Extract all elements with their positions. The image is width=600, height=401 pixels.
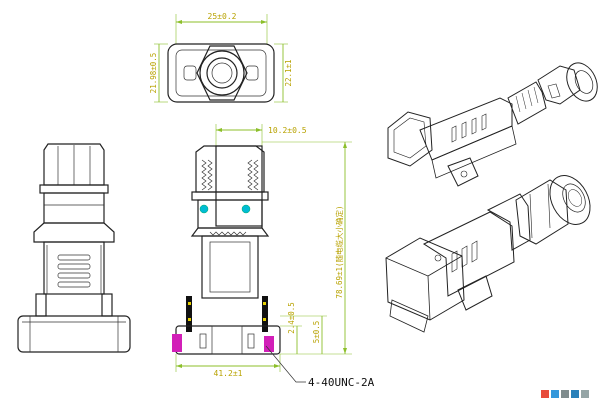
watermark-icons <box>541 390 589 398</box>
isometric-exploded <box>387 62 598 187</box>
dim-section-top-width: 10.2±0.5 <box>268 126 307 135</box>
isometric-assembled <box>385 175 591 333</box>
top-view: 25±0.2 21.98±0.5 22.1±1 <box>149 12 293 103</box>
thread-callout: 4-40UNC-2A <box>308 376 375 389</box>
contact-right <box>262 296 268 332</box>
dim-small-a: 2.4±0.5 <box>287 302 296 334</box>
dim-top-left-height: 21.98±0.5 <box>149 53 158 94</box>
seal-right <box>241 204 251 214</box>
dim-top-right-height: 22.1±1 <box>284 59 293 86</box>
dim-top-width: 25±0.2 <box>208 12 237 21</box>
section-view: 10.2±0.5 <box>172 124 375 389</box>
latch-left <box>172 334 182 352</box>
side-view <box>17 143 131 353</box>
contact-left <box>186 296 192 332</box>
dim-bottom-width: 41.2±1 <box>214 369 243 378</box>
dim-overall-length: 78.69±1(随电缆大小确定) <box>334 205 344 298</box>
dim-small-b: 5±0.5 <box>312 321 321 344</box>
latch-right <box>264 336 274 352</box>
seal-left <box>199 204 209 214</box>
